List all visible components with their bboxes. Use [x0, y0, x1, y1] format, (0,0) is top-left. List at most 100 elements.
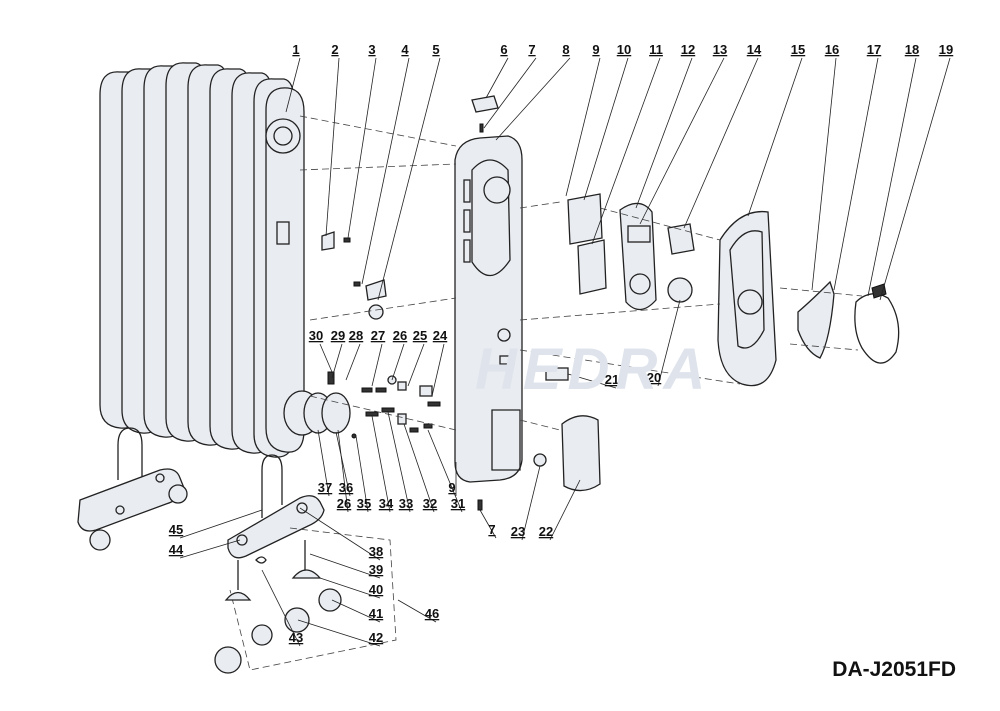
callout-45: 45: [169, 522, 183, 537]
callout-leader-5: [377, 57, 441, 301]
callout-5: 5: [432, 42, 439, 57]
control-panel-parts: [567, 193, 695, 311]
callout-25: 25: [413, 328, 427, 343]
callout-7: 7: [528, 42, 535, 57]
callout-leader-46: [397, 599, 437, 623]
callout-leader-13: [639, 57, 725, 225]
handle-parts: [797, 280, 900, 364]
callout-leader-4: [361, 57, 410, 285]
callout-leader-36: [335, 431, 351, 497]
callout-9: 9: [448, 480, 455, 495]
callout-leader-41: [331, 599, 381, 623]
callout-leader-23: [521, 465, 541, 541]
callout-30: 30: [309, 328, 323, 343]
callout-29: 29: [331, 328, 345, 343]
callout-21: 21: [605, 372, 619, 387]
callout-4: 4: [401, 42, 409, 57]
callout-12: 12: [681, 42, 695, 57]
callout-leader-8: [495, 57, 571, 141]
callout-19: 19: [939, 42, 953, 57]
callout-leader-21: [567, 373, 617, 389]
callout-leader-1: [285, 57, 301, 113]
callout-leader-14: [683, 57, 759, 229]
alignment-lines: [299, 115, 863, 431]
callout-leader-7: [483, 57, 537, 129]
callout-leader-32: [403, 423, 435, 513]
caster-wheels: [214, 527, 397, 674]
callout-43: 43: [289, 630, 303, 645]
callout-34: 34: [379, 496, 394, 511]
callout-leader-19: [879, 57, 951, 301]
callout-36: 36: [339, 480, 353, 495]
callout-44: 44: [169, 542, 184, 557]
bottom-panel-parts: [477, 367, 601, 511]
callout-leader-17: [833, 57, 879, 291]
callout-leader-44: [179, 539, 241, 559]
callout-6: 6: [500, 42, 507, 57]
callout-39: 39: [369, 562, 383, 577]
callout-leader-29: [331, 343, 343, 379]
callout-leader-11: [591, 57, 661, 245]
callout-17: 17: [867, 42, 881, 57]
callout-26: 26: [337, 496, 351, 511]
callout-leader-43: [261, 569, 301, 647]
callout-leader-38: [299, 507, 381, 561]
callout-leader-24: [431, 343, 445, 397]
right-feet-assembly: [227, 454, 325, 559]
callout-leader-20: [657, 299, 681, 387]
radiator-fins: [99, 62, 305, 458]
callout-42: 42: [369, 630, 383, 645]
callout-40: 40: [369, 582, 383, 597]
callout-leader-45: [179, 509, 263, 539]
callout-leader-3: [347, 57, 377, 239]
callout-leader-26: [337, 429, 349, 513]
small-brackets: [321, 231, 387, 320]
callout-38: 38: [369, 544, 383, 559]
callout-46: 46: [425, 606, 439, 621]
main-housing: [454, 95, 523, 483]
callout-18: 18: [905, 42, 919, 57]
callout-2: 2: [331, 42, 338, 57]
callout-leader-35: [355, 435, 369, 513]
callout-leader-22: [549, 479, 581, 541]
callout-leader-34: [371, 415, 391, 513]
callout-10: 10: [617, 42, 631, 57]
callout-leader-26: [391, 343, 405, 381]
callout-37: 37: [318, 480, 332, 495]
callout-leader-25: [407, 343, 425, 387]
callout-leader-2: [325, 57, 340, 237]
callout-leader-6: [485, 57, 509, 99]
callout-7: 7: [488, 522, 495, 537]
callout-leader-30: [319, 343, 333, 373]
callout-leader-40: [319, 577, 381, 599]
callout-leader-42: [297, 619, 381, 647]
callout-1: 1: [292, 42, 299, 57]
callout-14: 14: [747, 42, 762, 57]
callout-41: 41: [369, 606, 383, 621]
callout-leader-16: [811, 57, 837, 291]
model-label: DA-J2051FD: [832, 658, 956, 681]
callout-leader-18: [867, 57, 917, 297]
callout-leader-15: [747, 57, 803, 217]
callout-22: 22: [539, 524, 553, 539]
callout-13: 13: [713, 42, 727, 57]
callout-leader-7: [479, 509, 497, 539]
callout-leader-37: [317, 429, 330, 497]
callout-leader-31: [427, 429, 463, 513]
callout-27: 27: [371, 328, 385, 343]
callout-leader-12: [635, 57, 693, 209]
callout-33: 33: [399, 496, 413, 511]
callout-20: 20: [647, 370, 661, 385]
callout-28: 28: [349, 328, 363, 343]
callout-23: 23: [511, 524, 525, 539]
callout-32: 32: [423, 496, 437, 511]
callout-15: 15: [791, 42, 805, 57]
heating-element-parts: [283, 371, 441, 439]
side-cover: [717, 210, 777, 387]
callout-leader-33: [387, 411, 411, 513]
callout-leader-10: [583, 57, 629, 201]
callout-24: 24: [433, 328, 448, 343]
callout-8: 8: [562, 42, 569, 57]
